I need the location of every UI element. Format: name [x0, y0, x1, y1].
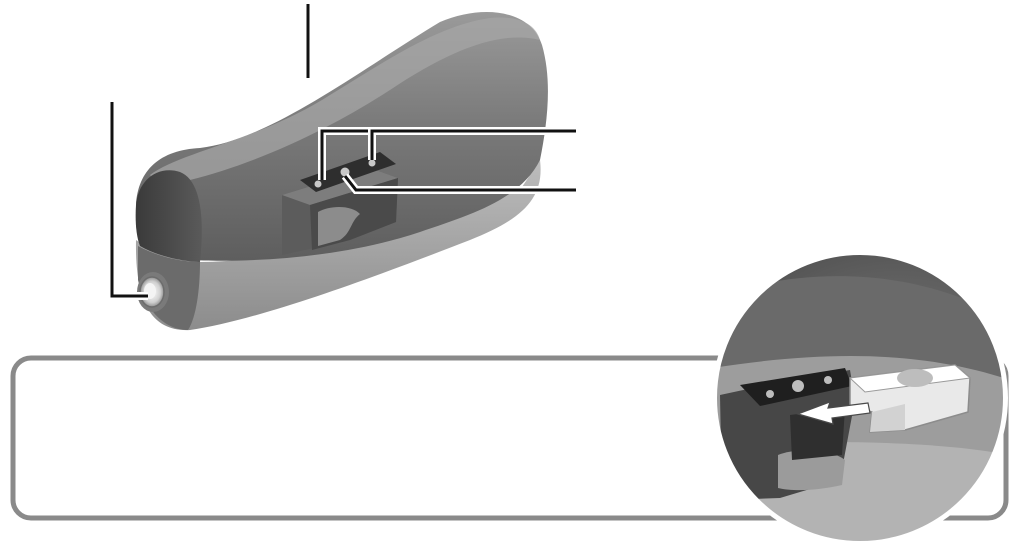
pad-main-body: [136, 12, 548, 261]
zoom-detail: [712, 250, 1008, 546]
slide-clip: [848, 364, 972, 433]
armrest-pad: [135, 12, 548, 331]
pad-top-highlight: [150, 17, 540, 183]
screw-hole-3: [314, 180, 322, 188]
insert-arrow: [796, 400, 871, 425]
leader-lines: [108, 4, 576, 300]
pad-end-cap: [135, 170, 202, 262]
leader-button: [110, 102, 148, 298]
leader-screw-hole-right: [370, 129, 576, 160]
screw-hole-1: [368, 159, 376, 167]
leader-center-hole: [343, 175, 576, 192]
